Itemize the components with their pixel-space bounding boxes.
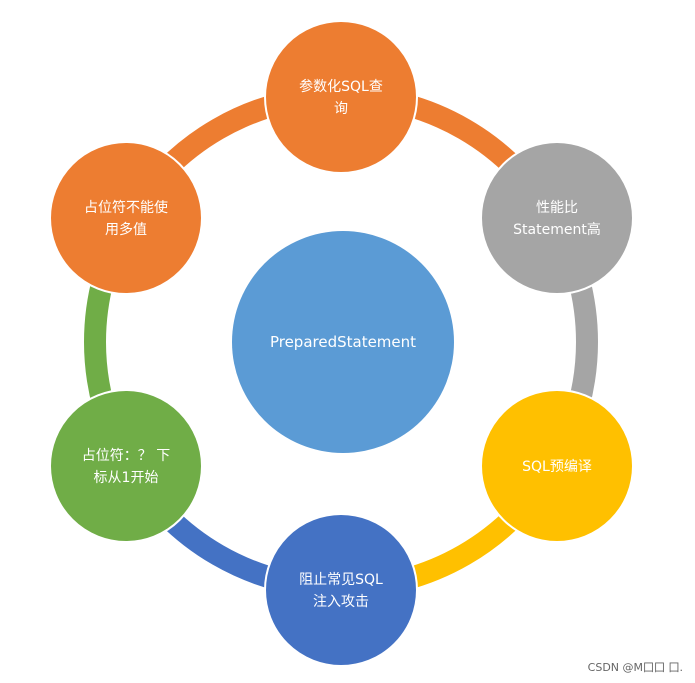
node-label: 参数化SQL查: [299, 78, 383, 95]
node-label: 询: [334, 101, 348, 117]
node-circle: [264, 20, 418, 174]
node-label: 性能比: [536, 200, 578, 216]
center-node: PreparedStatement: [232, 231, 454, 453]
node-label: 注入攻击: [313, 594, 369, 610]
node-label: SQL预编译: [522, 459, 592, 475]
node-circle: [480, 389, 634, 543]
node-circle: [480, 141, 634, 295]
node-label: 占位符：？ 下: [82, 448, 170, 464]
node-prevent-injection: 阻止常见SQL 注入攻击: [264, 513, 418, 667]
node-label: 用多值: [105, 221, 147, 238]
node-precompile: SQL预编译: [480, 389, 634, 543]
node-label: 标从1开始: [94, 470, 159, 486]
node-circle: [264, 513, 418, 667]
node-label: 阻止常见SQL: [299, 572, 383, 588]
node-circle: [49, 141, 203, 295]
node-label: Statement高: [513, 221, 601, 238]
node-performance: 性能比 Statement高: [480, 141, 634, 295]
center-label: PreparedStatement: [270, 333, 416, 351]
center-circle: [232, 231, 454, 453]
node-label: 占位符不能使: [84, 199, 168, 216]
watermark: CSDN @M囗囗 囗.: [587, 661, 683, 674]
node-circle: [49, 389, 203, 543]
